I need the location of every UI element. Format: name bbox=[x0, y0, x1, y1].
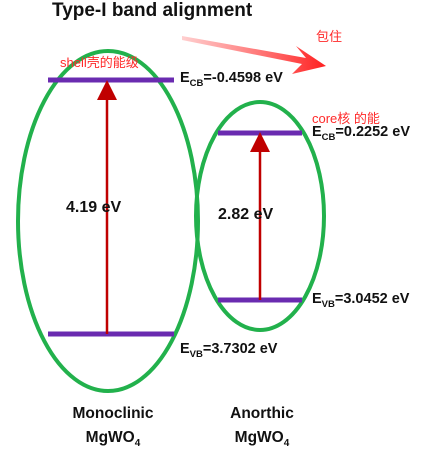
annotation-arrow bbox=[182, 36, 326, 74]
anorthic-gap-label: 2.82 eV bbox=[218, 206, 274, 223]
anorthic-ellipse bbox=[194, 100, 326, 332]
shell-annotation: shell壳的能级 bbox=[60, 55, 139, 70]
anorthic-vb-label: EVB=3.0452 eV bbox=[312, 291, 410, 310]
monoclinic-gap-label: 4.19 eV bbox=[66, 199, 122, 216]
wrap-annotation: 包住 bbox=[316, 29, 343, 44]
core-annotation: core核 的能 bbox=[312, 111, 380, 126]
monoclinic-vb-label: EVB=3.7302 eV bbox=[180, 341, 278, 360]
diagram-title: Type-I band alignment bbox=[52, 0, 253, 21]
monoclinic-phase-name: Monoclinic MgWO4 bbox=[72, 405, 154, 450]
monoclinic-cb-label: ECB=-0.4598 eV bbox=[180, 70, 283, 89]
anorthic-cb-label: ECB=0.2252 eV bbox=[312, 124, 410, 143]
anorthic-phase-name: Anorthic MgWO4 bbox=[230, 405, 294, 450]
